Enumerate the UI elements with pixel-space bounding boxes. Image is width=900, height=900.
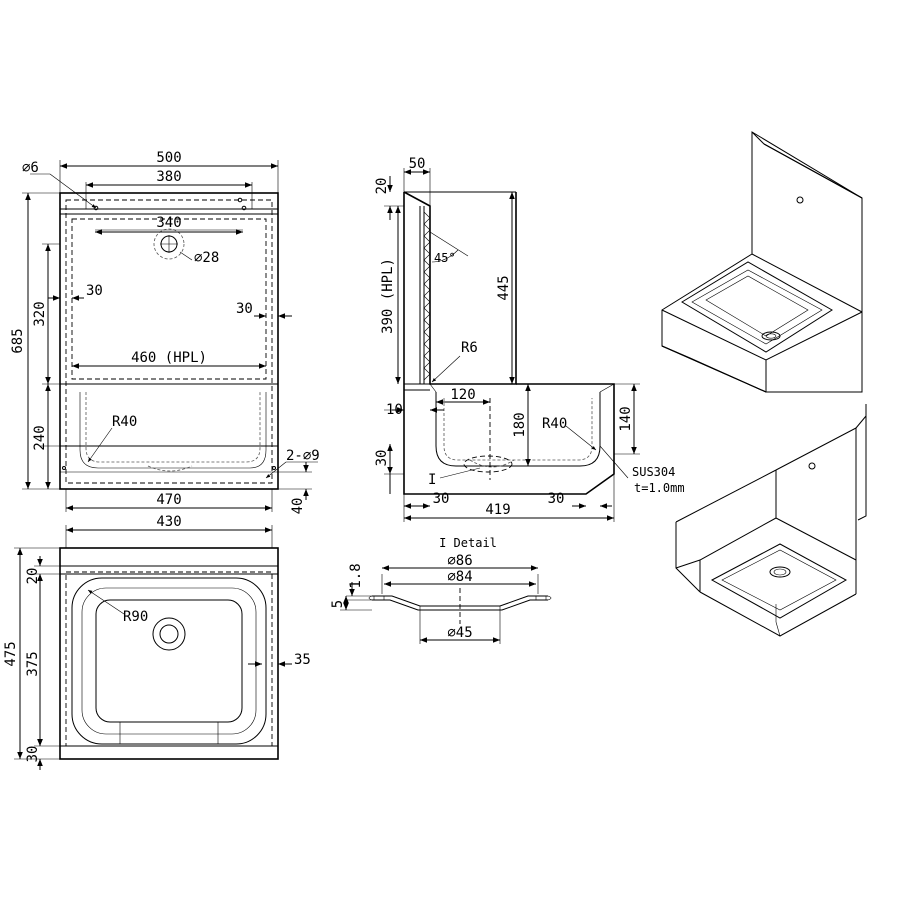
- dim-30-left: 30: [86, 283, 103, 299]
- top-outline: [59, 547, 279, 760]
- dim-30-right: 30: [236, 301, 253, 317]
- dim-35: 35: [294, 652, 311, 668]
- dim-685: 685: [10, 328, 26, 353]
- dim-phi45: ⌀45: [447, 625, 472, 641]
- dim-380: 380: [156, 169, 181, 185]
- dim-30-side-a: 30: [433, 491, 450, 507]
- label-material: SUS304: [632, 465, 675, 479]
- dim-320: 320: [32, 301, 48, 326]
- dim-40: 40: [290, 498, 306, 515]
- top-view: 430 R90 475 20 375 35: [3, 514, 311, 770]
- dim-5: 5: [330, 600, 346, 608]
- dim-475: 475: [3, 641, 19, 666]
- dim-140: 140: [618, 406, 634, 431]
- dim-430: 430: [156, 514, 181, 530]
- dim-50: 50: [409, 156, 426, 172]
- dim-460-hpl: 460 (HPL): [131, 350, 207, 366]
- label-r6: R6: [461, 340, 478, 356]
- dim-240: 240: [32, 425, 48, 450]
- iso-faucet-hole-bottom-icon: [808, 462, 816, 470]
- dim-20-side: 20: [374, 178, 390, 195]
- dim-470: 470: [156, 492, 181, 508]
- dim-30-side-v: 30: [374, 450, 390, 467]
- dim-500: 500: [156, 150, 181, 166]
- dim-30-top-bottom: 30: [25, 746, 41, 763]
- drain-icon: [152, 617, 186, 651]
- dim-10: 10: [386, 402, 403, 418]
- dim-120: 120: [450, 387, 475, 403]
- label-r90: R90: [123, 609, 148, 625]
- iso-drain-bottom-icon: [769, 566, 791, 578]
- detail-title: I Detail: [439, 536, 497, 550]
- dim-180: 180: [512, 412, 528, 437]
- detail-marker-i: I: [428, 472, 436, 488]
- dim-20-top: 20: [25, 568, 41, 585]
- isometric-view-bottom: [675, 404, 867, 637]
- dim-340: 340: [156, 215, 181, 231]
- iso-faucet-hole-icon: [796, 196, 804, 204]
- label-r40-side: R40: [542, 416, 567, 432]
- dim-419: 419: [485, 502, 510, 518]
- dim-2-phi9: 2-⌀9: [286, 448, 320, 464]
- label-thickness: t=1.0mm: [634, 481, 685, 495]
- dim-30-side-b: 30: [548, 491, 565, 507]
- front-view: 500 380 340 ⌀6 ⌀28 685 320 30 30: [10, 150, 320, 514]
- dim-375: 375: [25, 651, 41, 676]
- label-45deg: 45°: [434, 251, 456, 265]
- isometric-view-top: [661, 131, 863, 393]
- dim-phi28: ⌀28: [194, 250, 219, 266]
- dim-phi86: ⌀86: [447, 553, 472, 569]
- dim-phi84: ⌀84: [447, 569, 472, 585]
- iso-drain-icon: [761, 331, 781, 341]
- front-outline: [59, 192, 279, 490]
- label-r40-front: R40: [112, 414, 137, 430]
- dim-phi6: ⌀6: [22, 160, 39, 176]
- dim-1-8: 1.8: [348, 563, 364, 588]
- dim-445: 445: [496, 275, 512, 300]
- detail-view: I Detail ⌀86 ⌀84 1.8 5 ⌀45: [330, 536, 552, 644]
- dim-390-hpl: 390 (HPL): [380, 258, 396, 334]
- side-view: 45° 50 20 390 (HPL) 445 R6 10 120 180 R4…: [374, 156, 685, 522]
